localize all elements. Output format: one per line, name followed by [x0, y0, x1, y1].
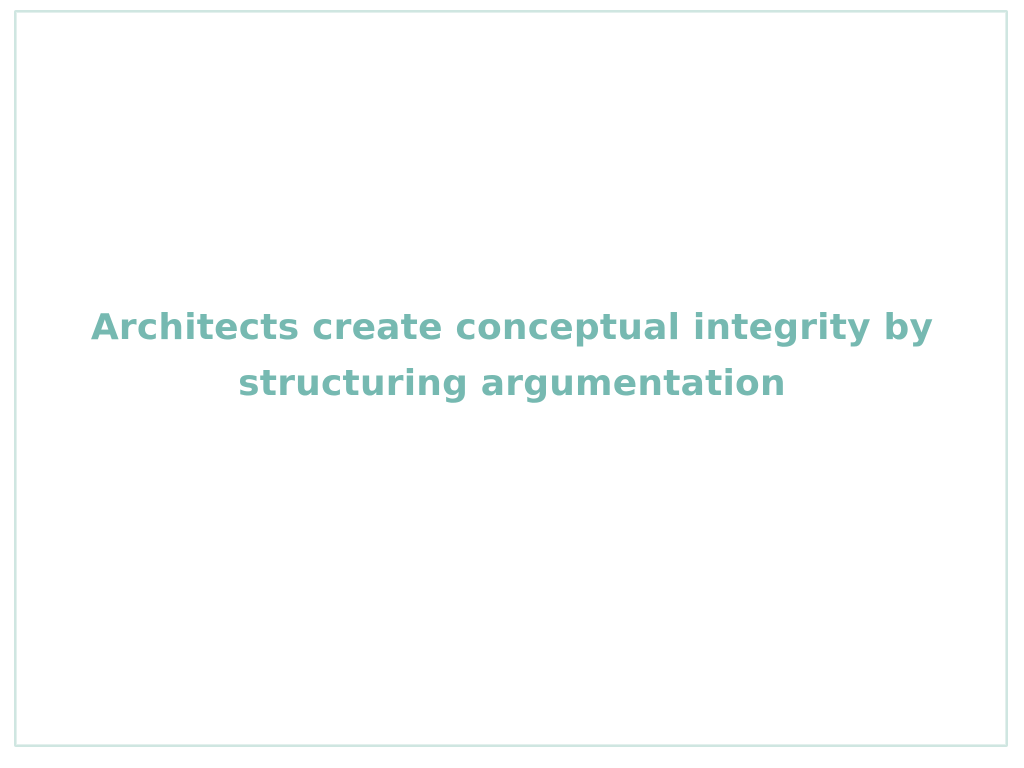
slide-frame: [14, 10, 1008, 747]
slide-title: Architects create conceptual integrity b…: [90, 307, 934, 404]
slide-frame-inner-line: [16, 12, 1006, 745]
title-container: Architects create conceptual integrity b…: [60, 300, 964, 412]
